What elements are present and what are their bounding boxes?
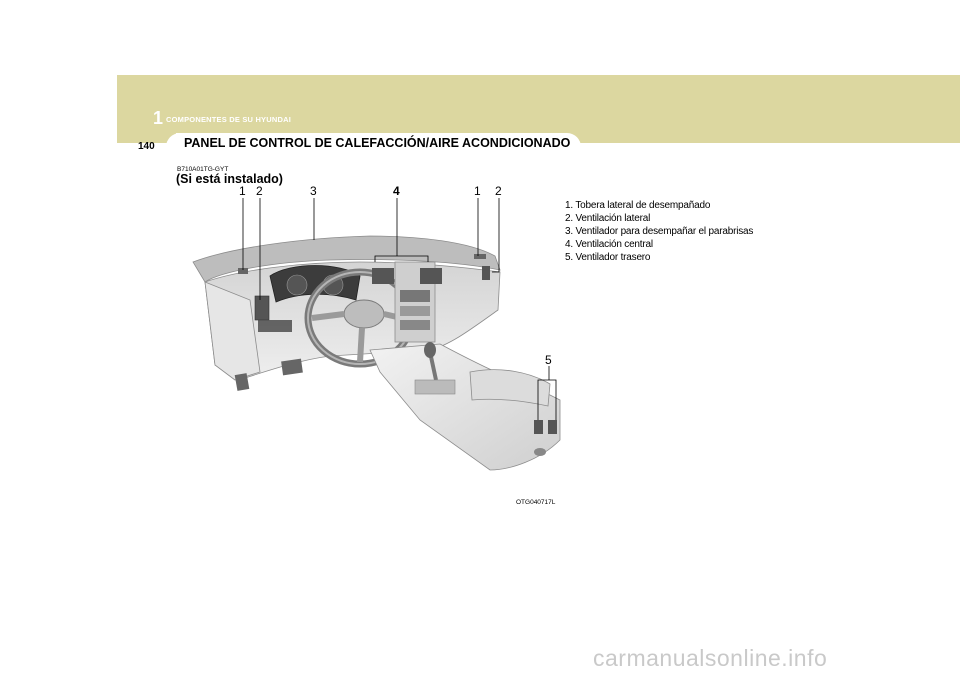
left-side-vent [255,296,269,320]
legend-item: 2. Ventilación lateral [565,212,753,225]
callout-2-left: 2 [256,185,263,197]
watermark-link[interactable]: carmanualsonline.info [593,645,827,672]
callout-4: 4 [393,185,400,197]
right-side-vent [482,266,490,280]
callout-2-right: 2 [495,185,502,197]
right-defrost-vent [474,254,486,259]
callout-5: 5 [545,354,552,366]
legend-list: 1. Tobera lateral de desempañado 2. Vent… [565,199,753,264]
center-vent-right [420,268,442,284]
callout-3: 3 [310,185,317,197]
callout-1-right: 1 [474,185,481,197]
rear-vent-left [534,420,543,434]
callout-1-left: 1 [239,185,246,197]
legend-item: 4. Ventilación central [565,238,753,251]
legend-item: 3. Ventilador para desempañar el parabri… [565,225,753,238]
legend-item: 5. Ventilador trasero [565,251,753,264]
legend-item: 1. Tobera lateral de desempañado [565,199,753,212]
center-vent-left [372,268,394,284]
image-code: OTG040717L [516,499,555,506]
rear-vent-right [548,420,557,434]
